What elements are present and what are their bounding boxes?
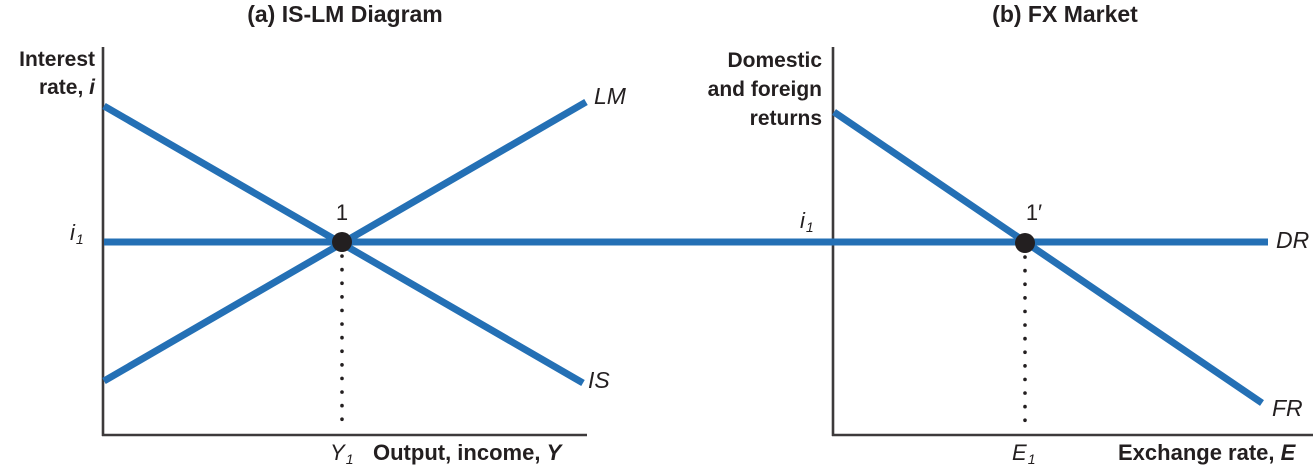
e1-subscript: 1 bbox=[1027, 451, 1036, 468]
y-axis-label-b-line3: returns bbox=[749, 107, 822, 130]
equilibrium-label-1: 1 bbox=[335, 200, 349, 225]
FR-curve bbox=[832, 109, 1264, 406]
equilibrium-point-1-prime bbox=[1015, 233, 1035, 253]
x-axis-variable-b: E bbox=[1280, 440, 1296, 465]
i1-base-a: i bbox=[70, 220, 75, 245]
e1-label: E1 bbox=[1012, 440, 1036, 468]
y-axis-label-b-line2: and foreign bbox=[707, 78, 822, 101]
panel-a-title: (a) IS-LM Diagram bbox=[247, 1, 443, 27]
equilibrium-point-1 bbox=[332, 232, 352, 252]
e1-base: E bbox=[1012, 440, 1027, 465]
x-axis-variable-a: Y bbox=[546, 440, 562, 465]
y1-label: Y1 bbox=[330, 440, 354, 468]
x-axis-label-a-prefix: Output, income, bbox=[373, 440, 547, 465]
y1-subscript: 1 bbox=[345, 451, 354, 468]
y-axis-label-a: Interest rate, i bbox=[0, 46, 95, 102]
i1-label-b: i1 bbox=[800, 208, 814, 236]
panel-b-title: (b) FX Market bbox=[992, 1, 1138, 27]
i1-subscript-b: 1 bbox=[805, 219, 814, 236]
dr-curve-label: DR bbox=[1276, 227, 1310, 253]
y-axis-label-b: Domestic and foreign returns bbox=[650, 46, 822, 133]
i1-base-b: i bbox=[800, 208, 805, 233]
y-axis-label-a-line1: Interest bbox=[19, 48, 95, 71]
fr-curve-label: FR bbox=[1272, 395, 1303, 421]
i1-subscript-a: 1 bbox=[75, 231, 84, 248]
equilibrium-label-1-prime: 1′ bbox=[1025, 200, 1043, 225]
lm-curve-label: LM bbox=[594, 83, 626, 109]
x-axis-label-b-prefix: Exchange rate, bbox=[1118, 440, 1281, 465]
y1-base: Y bbox=[330, 440, 345, 465]
is-curve-label: IS bbox=[588, 367, 610, 393]
y-axis-label-b-line1: Domestic bbox=[727, 49, 822, 72]
y-axis-label-a-prefix: rate, bbox=[38, 76, 90, 99]
x-axis-label-a: Output, income, Y bbox=[373, 440, 562, 465]
i1-label-a: i1 bbox=[70, 220, 84, 248]
y-axis-variable-a: i bbox=[89, 76, 95, 99]
x-axis-label-b: Exchange rate, E bbox=[1118, 440, 1296, 465]
y-axis-label-a-line2: rate, i bbox=[0, 74, 95, 102]
